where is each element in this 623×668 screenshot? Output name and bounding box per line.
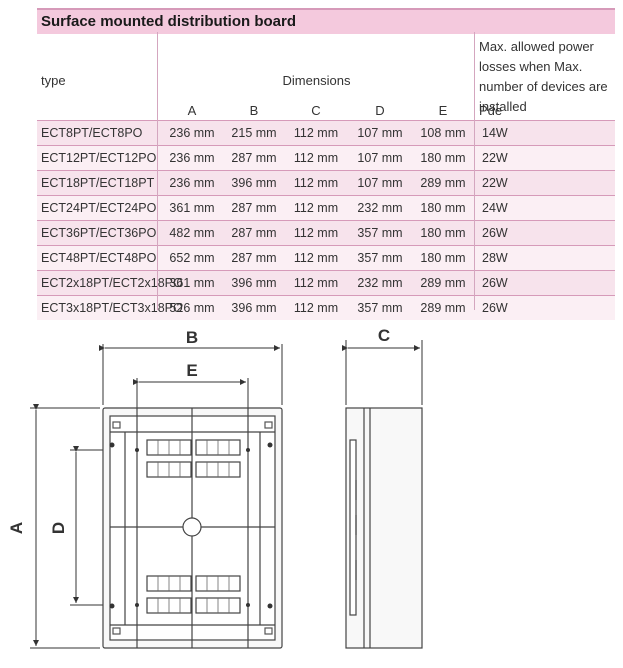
cell-e: 108 mm — [420, 126, 466, 140]
cell-a: 482 mm — [169, 226, 215, 240]
cell-b: 287 mm — [231, 201, 277, 215]
cell-a: 361 mm — [169, 276, 215, 290]
cell-pde: 14W — [482, 126, 508, 140]
cell-type: ECT8PT/ECT8PO — [41, 126, 143, 140]
cell-e: 180 mm — [420, 201, 466, 215]
label-d: D — [49, 522, 68, 534]
divider — [157, 32, 158, 310]
table-row: ECT18PT/ECT18PT 236 mm 396 mm 112 mm 107 mm 2… — [37, 170, 615, 195]
cell-c: 112 mm — [293, 176, 339, 190]
spec-table: Surface mounted distribution board type … — [37, 8, 615, 320]
cell-e: 180 mm — [420, 226, 466, 240]
cell-d: 232 mm — [357, 201, 403, 215]
header-col-b: B — [249, 103, 259, 118]
cell-a: 236 mm — [169, 176, 215, 190]
cell-type: ECT48PT/ECT48PO — [41, 251, 157, 265]
cell-b: 396 mm — [231, 276, 277, 290]
cell-a: 526 mm — [169, 301, 215, 315]
header-col-c: C — [311, 103, 321, 118]
header-dimensions: Dimensions — [282, 73, 351, 88]
table-title: Surface mounted distribution board — [37, 8, 615, 34]
cell-c: 112 mm — [293, 251, 339, 265]
table-row: ECT12PT/ECT12PO 236 mm 287 mm 112 mm 107 mm 1… — [37, 145, 615, 170]
label-e: E — [186, 361, 197, 380]
header-col-e: E — [438, 103, 448, 118]
cell-a: 236 mm — [169, 151, 215, 165]
cell-e: 180 mm — [420, 251, 466, 265]
table-header: type Dimensions A B C D E Max. allowed p… — [37, 34, 615, 120]
header-pde-title: Max. allowed power losses when Max. numb… — [479, 39, 608, 114]
cell-b: 287 mm — [231, 151, 277, 165]
table-row: ECT36PT/ECT36PO 482 mm 287 mm 112 mm 357 mm 1… — [37, 220, 615, 245]
cell-pde: 26W — [482, 226, 508, 240]
table-row: ECT48PT/ECT48PO 652 mm 287 mm 112 mm 357 mm 1… — [37, 245, 615, 270]
cell-a: 236 mm — [169, 126, 215, 140]
label-b: B — [186, 328, 198, 347]
table-row: ECT8PT/ECT8PO 236 mm 215 mm 112 mm 107 mm 108… — [37, 120, 615, 145]
cell-a: 652 mm — [169, 251, 215, 265]
divider — [474, 32, 475, 310]
cell-c: 112 mm — [293, 201, 339, 215]
cell-b: 287 mm — [231, 226, 277, 240]
cell-d: 107 mm — [357, 126, 403, 140]
cell-type: ECT2x18PT/ECT2x18PO — [41, 276, 183, 290]
cell-pde: 28W — [482, 251, 508, 265]
cell-type: ECT12PT/ECT12PO — [41, 151, 157, 165]
cell-b: 396 mm — [231, 176, 277, 190]
cell-type: ECT36PT/ECT36PO — [41, 226, 157, 240]
table-body: ECT8PT/ECT8PO 236 mm 215 mm 112 mm 107 mm 108… — [37, 120, 615, 320]
label-c: C — [378, 326, 390, 345]
cell-b: 215 mm — [231, 126, 277, 140]
cell-c: 112 mm — [293, 151, 339, 165]
cell-pde: 26W — [482, 276, 508, 290]
cell-c: 112 mm — [293, 301, 339, 315]
cell-c: 112 mm — [293, 276, 339, 290]
cell-d: 357 mm — [357, 226, 403, 240]
cell-type: ECT18PT/ECT18PT — [41, 176, 155, 190]
label-a: A — [7, 522, 26, 534]
cell-d: 357 mm — [357, 251, 403, 265]
cell-type: ECT3x18PT/ECT3x18PO — [41, 301, 183, 315]
cell-pde: 24W — [482, 201, 508, 215]
cell-d: 107 mm — [357, 176, 403, 190]
cell-d: 107 mm — [357, 151, 403, 165]
cell-c: 112 mm — [293, 126, 339, 140]
cell-pde: 26W — [482, 301, 508, 315]
cell-pde: 22W — [482, 176, 508, 190]
cell-a: 361 mm — [169, 201, 215, 215]
cell-e: 289 mm — [420, 301, 466, 315]
cell-e: 289 mm — [420, 276, 466, 290]
cell-e: 180 mm — [420, 151, 466, 165]
cell-b: 287 mm — [231, 251, 277, 265]
cell-type: ECT24PT/ECT24PO — [41, 201, 157, 215]
table-row: ECT24PT/ECT24PO 361 mm 287 mm 112 mm 232 mm 1… — [37, 195, 615, 220]
cell-b: 396 mm — [231, 301, 277, 315]
cell-c: 112 mm — [293, 226, 339, 240]
header-col-d: D — [375, 103, 385, 118]
header-col-a: A — [187, 103, 197, 118]
cell-e: 289 mm — [420, 176, 466, 190]
cell-d: 232 mm — [357, 276, 403, 290]
cell-d: 357 mm — [357, 301, 403, 315]
header-type: type — [41, 73, 66, 88]
header-pde-unit: Pde — [479, 103, 503, 118]
cell-pde: 22W — [482, 151, 508, 165]
